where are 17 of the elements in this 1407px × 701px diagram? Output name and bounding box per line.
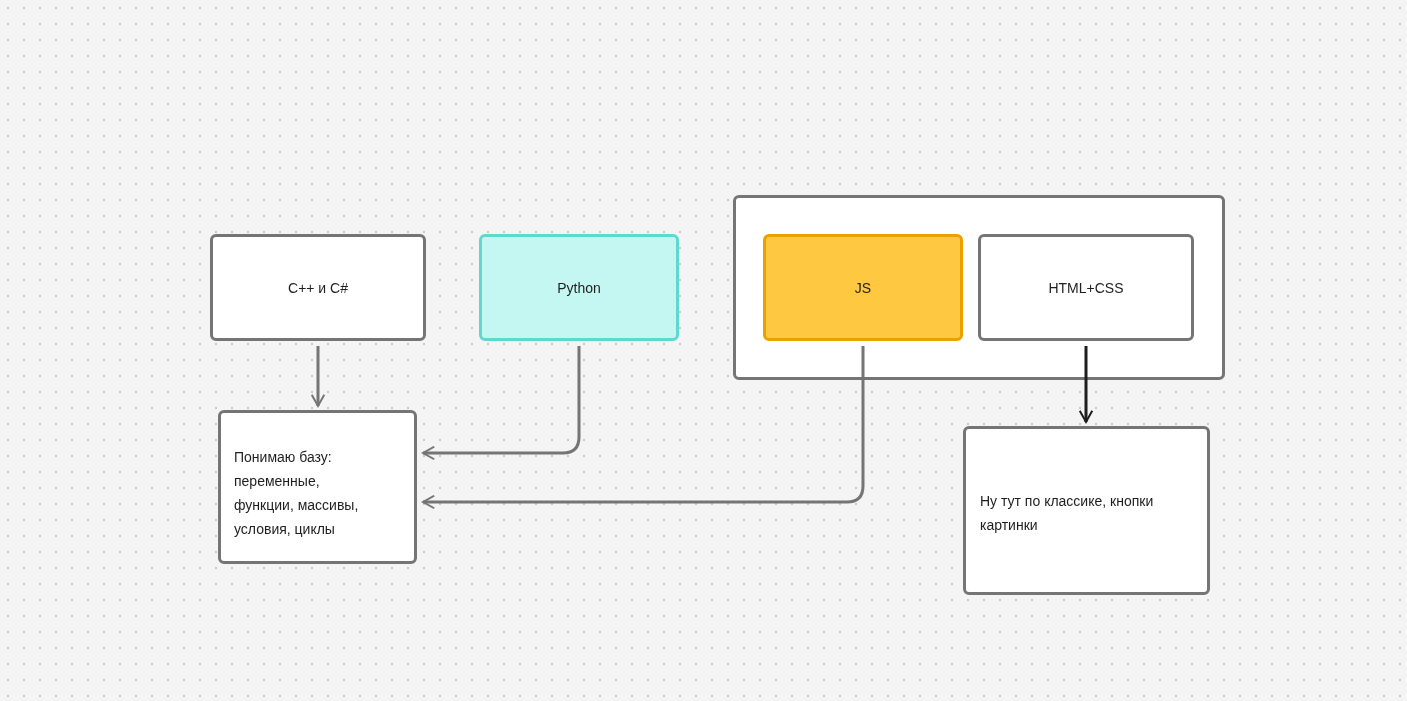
arrow	[422, 346, 865, 510]
node-text: Понимаю базу: переменные, функции, массивы, условия, циклы	[234, 449, 359, 537]
arrow	[1078, 346, 1094, 423]
arrow	[422, 346, 581, 461]
node-text: HTML+CSS	[1048, 278, 1124, 298]
process-box	[479, 234, 679, 341]
process-box	[210, 234, 426, 341]
process-box	[763, 234, 963, 341]
node-text: Ну тут по классике, кнопки картинки	[980, 493, 1154, 533]
process-box	[963, 426, 1210, 595]
process-box	[978, 234, 1194, 341]
node-text: JS	[854, 278, 872, 298]
arrow	[310, 346, 326, 407]
node-text: Python	[557, 278, 601, 298]
process-box	[218, 410, 417, 564]
group-box	[733, 195, 1225, 380]
node-text: C++ и C#	[288, 278, 348, 298]
